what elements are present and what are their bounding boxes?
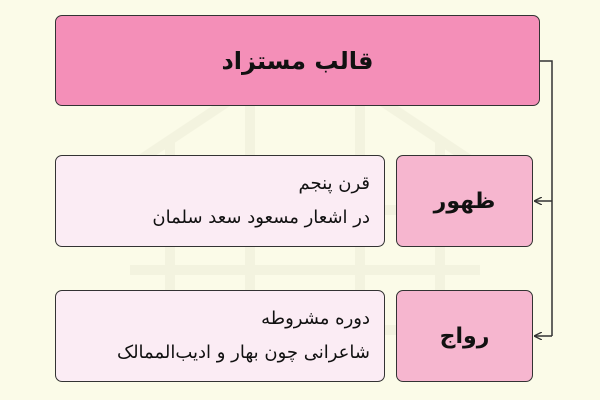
row-label-emergence: ظهور: [396, 155, 533, 247]
row-text-emergence: قرن پنجم در اشعار مسعود سعد سلمان: [55, 155, 385, 247]
diagram-title: قالب مستزاد: [55, 15, 540, 106]
row-text-popularity-line-1: دوره مشروطه: [261, 308, 370, 329]
row-text-popularity: دوره مشروطه شاعرانی چون بهار و ادیب‌المم…: [55, 290, 385, 382]
row-text-popularity-line-2: شاعرانی چون بهار و ادیب‌الممالک: [116, 342, 370, 363]
row-text-emergence-line-1: قرن پنجم: [298, 173, 370, 194]
row-text-emergence-line-2: در اشعار مسعود سعد سلمان: [152, 207, 370, 228]
row-label-popularity: رواج: [396, 290, 533, 382]
connector-trunk: [540, 60, 553, 336]
